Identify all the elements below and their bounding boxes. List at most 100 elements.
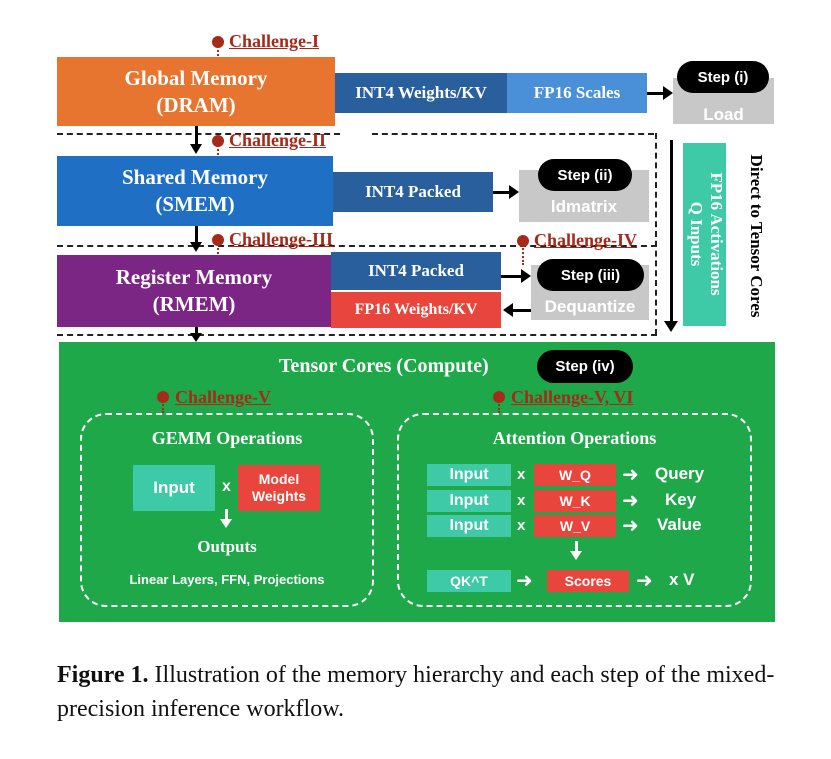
- arrow-head-right-icon: [521, 269, 531, 283]
- step-1-badge: Step (i): [677, 61, 769, 93]
- attention-operations-group: [397, 413, 752, 607]
- challenge-2-label: Challenge-II: [229, 130, 327, 150]
- fp16-weights-kv-bar: FP16 Weights/KV: [331, 292, 501, 328]
- gemm-operations-group: [80, 413, 374, 607]
- figure-caption: Figure 1. Illustration of the memory hie…: [57, 658, 779, 726]
- global-memory-box: Global Memory (DRAM): [57, 57, 335, 126]
- value-label: Value: [657, 515, 702, 534]
- tensor-cores-title: Tensor Cores (Compute): [279, 355, 489, 377]
- gemm-weights-line2: Weights: [251, 488, 307, 504]
- int4-packed-bar-2: INT4 Packed: [331, 252, 501, 290]
- figure-caption-label: Figure 1.: [57, 662, 149, 688]
- direct-to-tensor-cores-text: Direct to Tensor Cores: [747, 154, 766, 318]
- gemm-footer-label: Linear Layers, FFN, Projections: [129, 572, 325, 587]
- fp16-activations-panel: [683, 143, 726, 326]
- arrow-to-step-3: [501, 275, 523, 278]
- arrow-head-right-icon: [509, 185, 519, 199]
- attention-input-q: Input: [427, 464, 511, 486]
- arrow-right-icon: ➜: [622, 490, 639, 512]
- gemm-weights-line1: Model: [258, 471, 300, 487]
- arrow-down-2: [195, 226, 198, 244]
- challenge-pin-icon: [157, 391, 169, 403]
- arrow-down-3: [195, 327, 198, 335]
- dashed-separator-1b: [372, 133, 654, 135]
- challenge-56-label: Challenge-V, VI: [511, 387, 634, 407]
- arrow-right-icon: ➜: [636, 570, 653, 592]
- challenge-pin-icon: [212, 234, 224, 246]
- arrow-head-down-icon: [220, 519, 232, 528]
- fp16-activations-line2: Q Inputs: [687, 201, 706, 267]
- arrow-head-down-icon: [570, 551, 582, 560]
- ldmatrix-action-label: ldmatrix: [550, 197, 618, 216]
- attention-operations-title: Attention Operations: [492, 428, 657, 448]
- challenge-1-label: Challenge-I: [229, 31, 319, 51]
- qk-transpose-box: QK^T: [427, 570, 511, 592]
- challenge-pin-stem: [522, 245, 524, 265]
- fp16-activations-line1: FP16 Activations: [707, 172, 726, 296]
- gemm-input-box: Input: [133, 465, 215, 511]
- dashed-separator-2: [57, 245, 657, 247]
- step-3-badge: Step (iii): [537, 259, 644, 291]
- attention-input-v: Input: [427, 515, 511, 537]
- weight-wk-box: W_K: [534, 490, 616, 512]
- challenge-pin-stem: [217, 244, 219, 254]
- challenge-5-label: Challenge-V: [175, 387, 271, 407]
- arrow-back-to-fp16: [513, 309, 531, 312]
- dequantize-action-label: Dequantize: [544, 296, 636, 316]
- attention-times-k: x: [517, 492, 526, 509]
- challenge-pin-stem: [162, 401, 164, 413]
- arrow-to-step-1: [647, 92, 665, 95]
- step-2-badge: Step (ii): [538, 159, 632, 191]
- dashed-separator-1: [57, 133, 340, 135]
- direct-arrow-line: [670, 140, 673, 323]
- arrow-down-1: [195, 126, 198, 146]
- challenge-pin-icon: [493, 391, 505, 403]
- challenge-pin-stem: [498, 401, 500, 413]
- arrow-right-icon: ➜: [622, 464, 639, 486]
- int4-weights-kv-bar: INT4 Weights/KV: [335, 73, 507, 113]
- global-memory-title: Global Memory: [124, 65, 268, 90]
- arrow-head-down-icon: [190, 333, 202, 342]
- key-label: Key: [665, 490, 697, 509]
- query-label: Query: [655, 464, 705, 483]
- shared-memory-title: Shared Memory: [121, 165, 268, 189]
- shared-memory-subtitle: (SMEM): [155, 192, 235, 216]
- arrow-head-right-icon: [663, 86, 673, 100]
- weight-wq-box: W_Q: [534, 464, 616, 486]
- gemm-outputs-label: Outputs: [197, 537, 257, 556]
- attention-input-k: Input: [427, 490, 511, 512]
- attention-times-q: x: [517, 466, 526, 483]
- challenge-4-label: Challenge-IV: [534, 230, 637, 250]
- global-memory-subtitle: (DRAM): [156, 92, 236, 117]
- register-memory-title: Register Memory: [115, 265, 273, 289]
- attention-times-v: x: [517, 517, 526, 534]
- attention-arrow-down: [575, 541, 578, 553]
- challenge-pin-icon: [212, 135, 224, 147]
- challenge-pin-stem: [217, 46, 219, 56]
- challenge-3-label: Challenge-III: [229, 229, 334, 249]
- arrow-right-icon: ➜: [516, 570, 533, 592]
- arrow-head-down-icon: [190, 242, 202, 252]
- int4-packed-bar-1: INT4 Packed: [333, 172, 493, 212]
- arrow-head-left-icon: [503, 303, 513, 317]
- arrow-head-down-icon: [664, 321, 678, 332]
- load-action-label: Load: [703, 105, 744, 124]
- arrow-head-down-icon: [190, 144, 202, 154]
- gemm-operations-title: GEMM Operations: [151, 428, 303, 448]
- challenge-pin-stem: [217, 145, 219, 155]
- register-memory-box: Register Memory (RMEM): [57, 255, 331, 327]
- challenge-pin-icon: [212, 36, 224, 48]
- shared-memory-box: Shared Memory (SMEM): [57, 156, 333, 226]
- dashed-separator-vertical: [655, 133, 657, 335]
- dashed-separator-3: [57, 334, 657, 336]
- gemm-arrow-down: [225, 509, 228, 521]
- figure-caption-text: Illustration of the memory hierarchy and…: [57, 662, 775, 722]
- step-4-badge: Step (iv): [537, 350, 633, 383]
- weight-wv-box: W_V: [534, 515, 616, 537]
- challenge-pin-icon: [517, 235, 529, 247]
- gemm-times-symbol: x: [222, 478, 231, 495]
- scores-box: Scores: [547, 570, 629, 592]
- register-memory-subtitle: (RMEM): [152, 292, 236, 316]
- arrow-to-step-2: [493, 191, 511, 194]
- xv-label: x V: [669, 570, 695, 589]
